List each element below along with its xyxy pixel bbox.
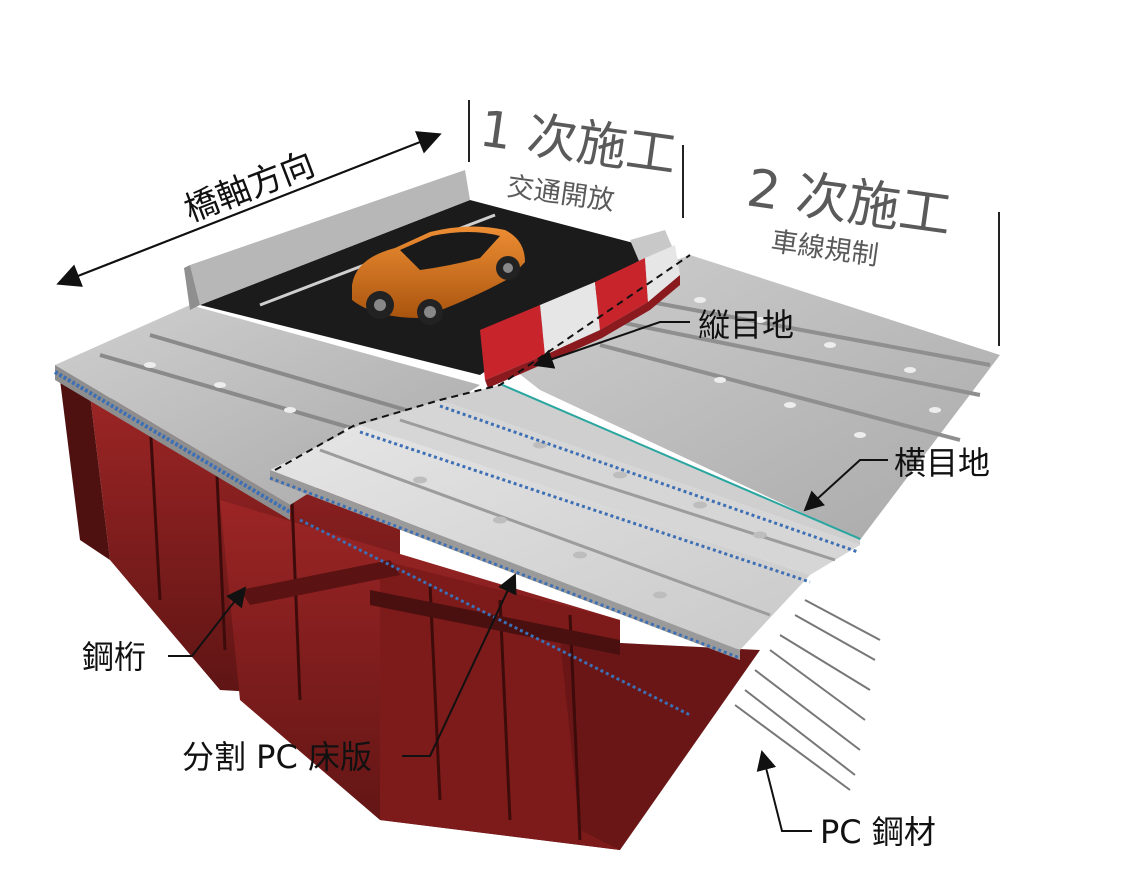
deck-phase1 xyxy=(53,305,480,520)
pc-steel-label: PC 鋼材 xyxy=(820,813,936,851)
bridge-axis-label: 橋軸方向 xyxy=(179,144,320,230)
phase-dividers xyxy=(468,100,1000,346)
leader-lines xyxy=(168,321,888,832)
steel-girders xyxy=(60,380,760,850)
transverse-joint-label: 横目地 xyxy=(894,444,990,482)
pc-steel-strands xyxy=(734,599,881,791)
labels: 橋軸方向 1 次施工 交通開放 2 次施工 車線規制 縦目地 横目地 鋼桁 分割… xyxy=(82,99,990,851)
phase1-subtitle: 交通開放 xyxy=(505,171,616,217)
pc-slabs xyxy=(269,254,860,717)
phase1-title: 1 次施工 xyxy=(476,99,680,184)
longitudinal-joint-label: 縦目地 xyxy=(698,306,794,344)
bridge-axis-arrow xyxy=(56,131,442,287)
car xyxy=(352,226,525,325)
steel-girder-label: 鋼桁 xyxy=(82,638,146,676)
pc-slab-label: 分割 PC 床版 xyxy=(182,738,372,776)
